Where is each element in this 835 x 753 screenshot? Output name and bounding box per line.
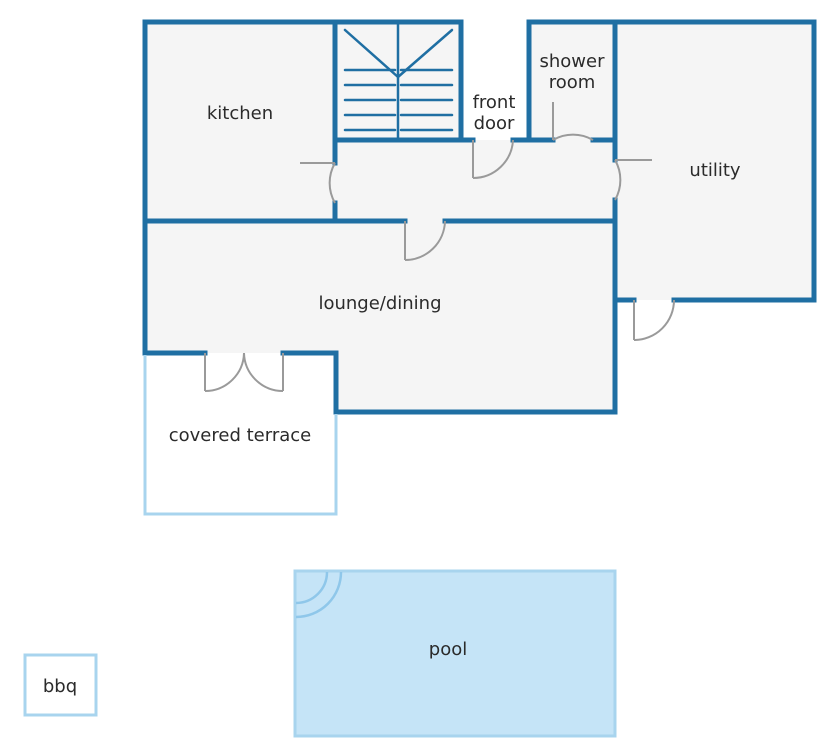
shower-door-swing <box>552 133 594 141</box>
utility-door-swing <box>614 159 622 201</box>
front-door-label-line1: front <box>473 92 516 113</box>
lounge-dining-label: lounge/dining <box>318 293 441 314</box>
outdoor <box>23 355 617 738</box>
walls <box>142 19 817 415</box>
wall-front-right <box>510 19 817 303</box>
utility-exterior-door-swing <box>633 299 675 341</box>
front-door-label-line2: door <box>474 113 515 134</box>
pool-steps-outer <box>295 571 343 619</box>
kitchen-label: kitchen <box>207 103 273 124</box>
kitchen-door-swing <box>328 162 336 204</box>
wall-west-top <box>142 19 476 143</box>
shower-room-label-line1: shower <box>540 51 606 72</box>
staircase <box>343 22 454 140</box>
wall-east-lower <box>280 297 618 415</box>
pool-label: pool <box>429 639 467 660</box>
terrace-outline <box>143 355 338 516</box>
labels: kitchen front door shower room utility l… <box>43 51 741 697</box>
wall-west <box>142 19 208 356</box>
pool-outline <box>293 569 617 738</box>
hall-floor <box>335 140 615 221</box>
doors <box>204 102 675 392</box>
terrace-door-right-swing <box>243 352 284 392</box>
utility-label: utility <box>689 160 741 181</box>
shower-room-label-line2: room <box>549 72 596 93</box>
bbq-outline <box>23 653 98 717</box>
terrace-door-left-swing <box>204 352 245 392</box>
bbq-label: bbq <box>43 676 77 697</box>
kitchen-floor <box>145 22 335 220</box>
lounge-floor <box>145 221 615 412</box>
pool-steps-inner <box>295 571 329 605</box>
lounge-door-swing <box>404 220 446 261</box>
shower-room-floor <box>529 22 615 140</box>
covered-terrace-label: covered terrace <box>169 425 311 446</box>
floor-fills <box>145 22 814 412</box>
front-door-swing <box>472 139 514 180</box>
